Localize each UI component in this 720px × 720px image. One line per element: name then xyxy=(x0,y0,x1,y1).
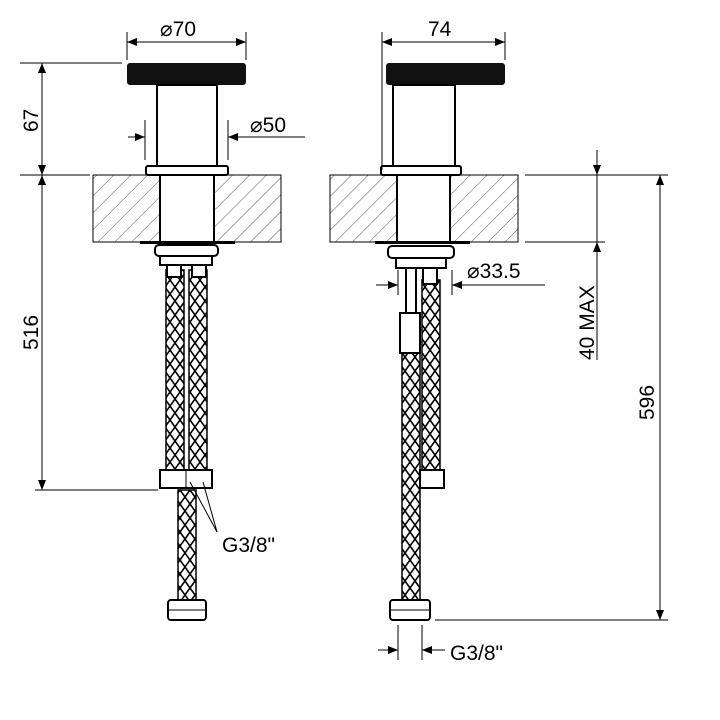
left-handle-cap xyxy=(127,63,246,85)
right-stem xyxy=(392,84,456,168)
right-nut xyxy=(387,245,455,259)
right-hose-1 xyxy=(401,349,421,601)
right-handle-cap xyxy=(386,63,505,85)
right-flange xyxy=(380,165,462,176)
right-view: 74 ⌀33.5 40 MAX 596 G3/8" xyxy=(329,18,668,665)
left-view: ⌀70 ⌀50 67 516 G3/8" xyxy=(20,18,305,621)
left-nut xyxy=(154,244,219,257)
left-nut-lower xyxy=(159,255,213,266)
left-stem xyxy=(156,84,218,168)
dim-stem-diameter-50: ⌀50 xyxy=(250,114,286,137)
label-connection-g38-left: G3/8" xyxy=(222,534,275,557)
right-body xyxy=(396,174,451,243)
dim-height-67: 67 xyxy=(20,109,43,132)
left-washer xyxy=(140,241,235,244)
dim-total-height-596: 596 xyxy=(636,385,659,420)
left-flange xyxy=(145,165,229,176)
left-lower-hose xyxy=(177,489,197,603)
left-hose-1 xyxy=(165,269,185,471)
dim-max-thickness-40: 40 MAX xyxy=(576,285,599,360)
right-hose-end xyxy=(419,469,445,489)
left-body xyxy=(159,174,215,243)
dim-cap-diameter-70: ⌀70 xyxy=(160,18,196,41)
left-hose-2 xyxy=(188,269,208,471)
dim-thread-diameter-33-5: ⌀33.5 xyxy=(467,260,521,283)
dim-height-516: 516 xyxy=(20,315,43,350)
label-connection-g38-right: G3/8" xyxy=(450,642,503,665)
dim-cap-width-74: 74 xyxy=(428,18,452,41)
right-hose-2 xyxy=(421,279,441,473)
